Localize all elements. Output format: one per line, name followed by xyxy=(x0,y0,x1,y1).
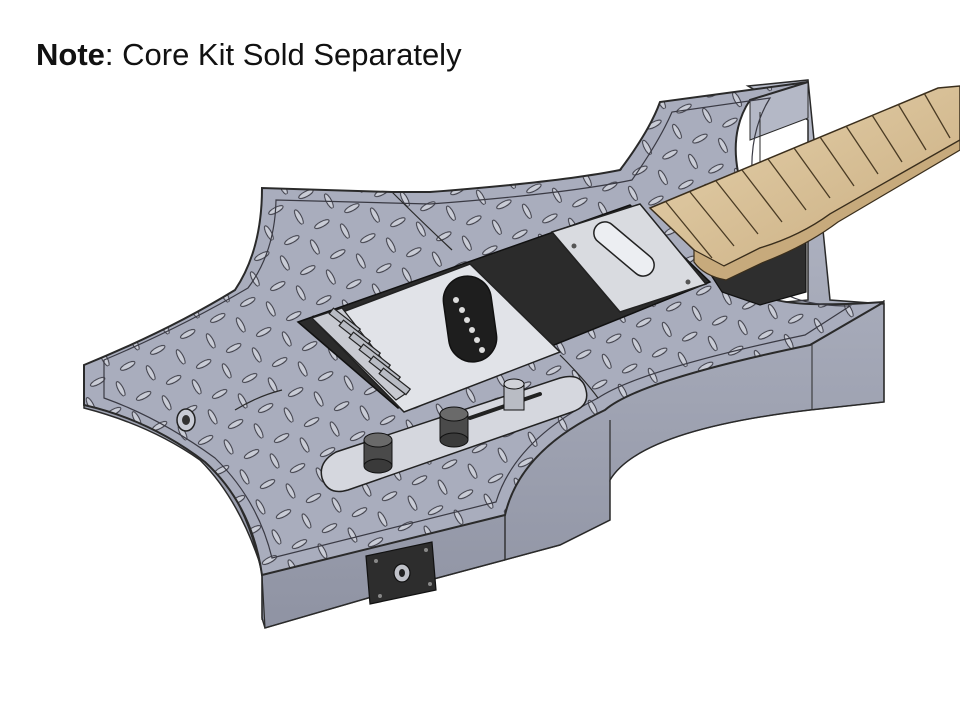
note-label: Note xyxy=(36,37,105,72)
note-heading: Note: Core Kit Sold Separately xyxy=(36,37,462,72)
side-jack xyxy=(176,408,196,432)
bridge-assembly xyxy=(310,263,562,413)
guitar-neck xyxy=(648,85,960,281)
note-text: : Core Kit Sold Separately xyxy=(104,37,462,72)
volume-knob xyxy=(363,432,393,474)
seam-line xyxy=(559,354,599,399)
seam-line xyxy=(234,389,283,411)
tone-knob xyxy=(439,406,469,448)
neck-pickup xyxy=(550,203,708,313)
selector-switch xyxy=(503,378,525,411)
seam-line xyxy=(391,191,453,251)
front-jack-plate xyxy=(365,541,437,605)
